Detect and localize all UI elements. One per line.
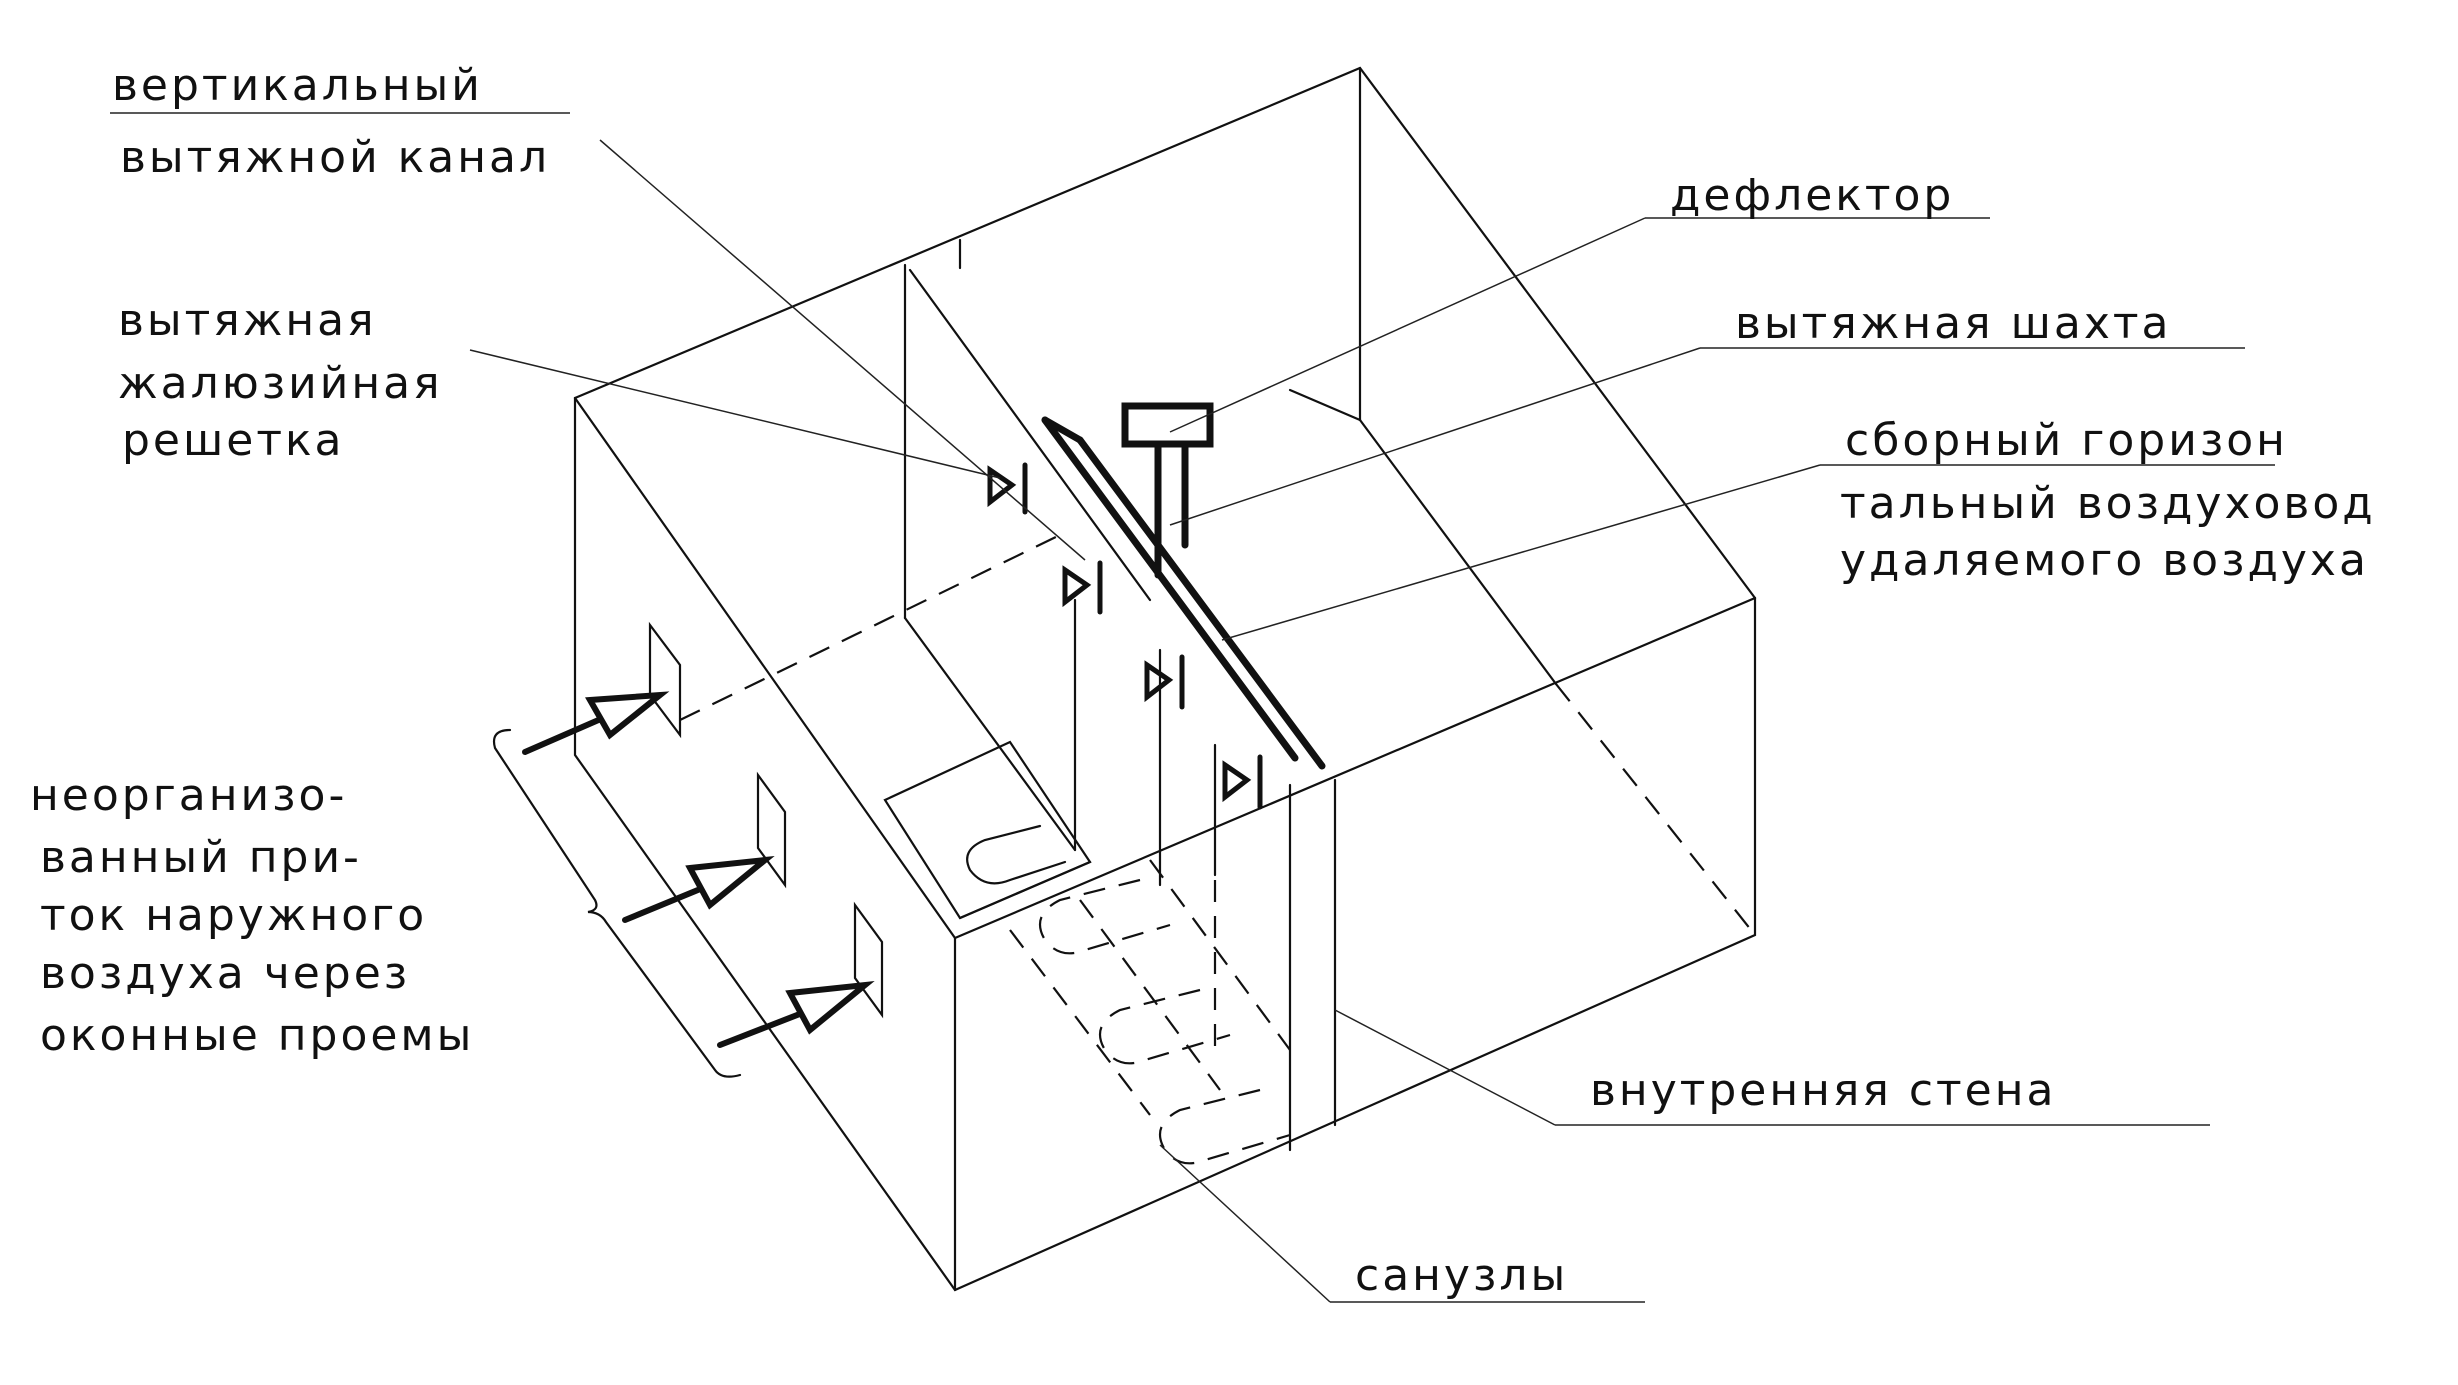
leader-lines bbox=[110, 112, 2275, 1303]
supply-brace bbox=[492, 728, 742, 1078]
label-deflector: дефлектор bbox=[1670, 170, 1954, 221]
windows bbox=[648, 621, 884, 1019]
label-vertical-channel: вертикальный вытяжной канал bbox=[112, 60, 550, 183]
label-vertical-channel-line1: вертикальный bbox=[112, 60, 483, 111]
label-exhaust-grille-line2: жалюзийная bbox=[118, 358, 443, 409]
label-supply-line2: ванный при- bbox=[40, 832, 362, 883]
label-supply-line4: воздуха через bbox=[40, 948, 410, 999]
label-inner-wall: внутренняя стена bbox=[1590, 1065, 2056, 1116]
label-collector-line2: тальный воздуховод bbox=[1840, 478, 2376, 529]
supply-arrows bbox=[522, 691, 875, 1048]
toilet-upper bbox=[883, 740, 1092, 920]
deflector-icon bbox=[1121, 402, 1214, 448]
label-supply-air: неорганизо- ванный при- ток наружного во… bbox=[30, 770, 474, 1061]
label-collector-duct: сборный горизон тальный воздуховод удаля… bbox=[1840, 415, 2376, 586]
label-exhaust-shaft: вытяжная шахта bbox=[1735, 298, 2171, 349]
label-exhaust-grille: вытяжная жалюзийная решетка bbox=[118, 295, 443, 466]
collector-duct bbox=[1041, 416, 1326, 770]
label-vertical-channel-line2: вытяжной канал bbox=[120, 132, 550, 183]
label-bathrooms: санузлы bbox=[1355, 1250, 1568, 1301]
label-supply-line1: неорганизо- bbox=[30, 770, 347, 821]
exhaust-shaft bbox=[1154, 436, 1189, 579]
label-exhaust-grille-line1: вытяжная bbox=[118, 295, 377, 346]
label-supply-line3: ток наружного bbox=[40, 890, 427, 941]
label-collector-line1: сборный горизон bbox=[1845, 415, 2288, 466]
hidden-edges bbox=[679, 534, 1756, 1116]
building-outline bbox=[573, 66, 1757, 1292]
label-collector-line3: удаляемого воздуха bbox=[1840, 535, 2369, 586]
label-supply-line5: оконные проемы bbox=[40, 1010, 474, 1061]
label-exhaust-grille-line3: решетка bbox=[122, 415, 345, 466]
toilets-lower-hidden bbox=[1038, 878, 1291, 1165]
grille-icons bbox=[987, 462, 1263, 810]
inner-partitions bbox=[903, 238, 1362, 1152]
